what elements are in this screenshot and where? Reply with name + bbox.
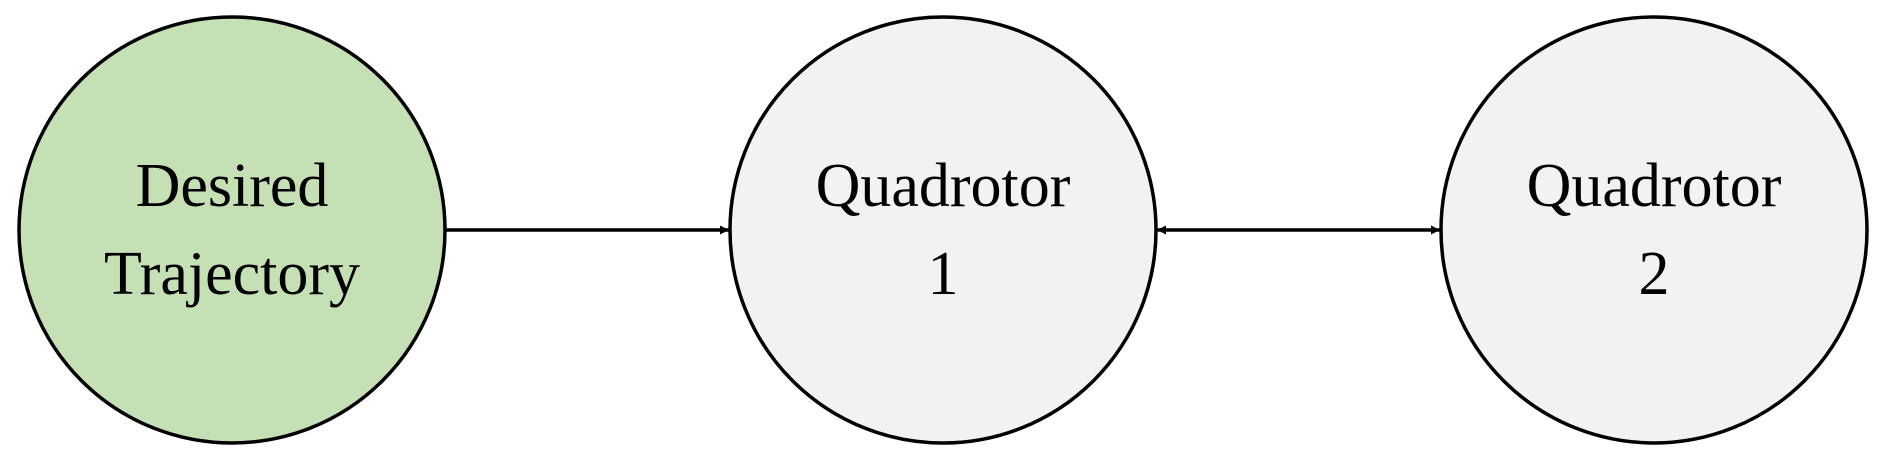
node-quadrotor-1 (728, 15, 1158, 445)
node-label-quadrotor-2: Quadrotor 2 (1444, 142, 1864, 318)
node-label-line: Trajectory (104, 240, 360, 308)
node-label-desired-trajectory: Desired Trajectory (22, 142, 442, 318)
node-quadrotor-2 (1439, 15, 1869, 445)
node-label-quadrotor-1: Quadrotor 1 (733, 142, 1153, 318)
node-label-line: 1 (927, 240, 959, 308)
node-label-line: Quadrotor (815, 152, 1071, 220)
node-label-line: Quadrotor (1526, 152, 1782, 220)
node-label-line: 2 (1638, 240, 1670, 308)
node-label-line: Desired (135, 152, 329, 220)
